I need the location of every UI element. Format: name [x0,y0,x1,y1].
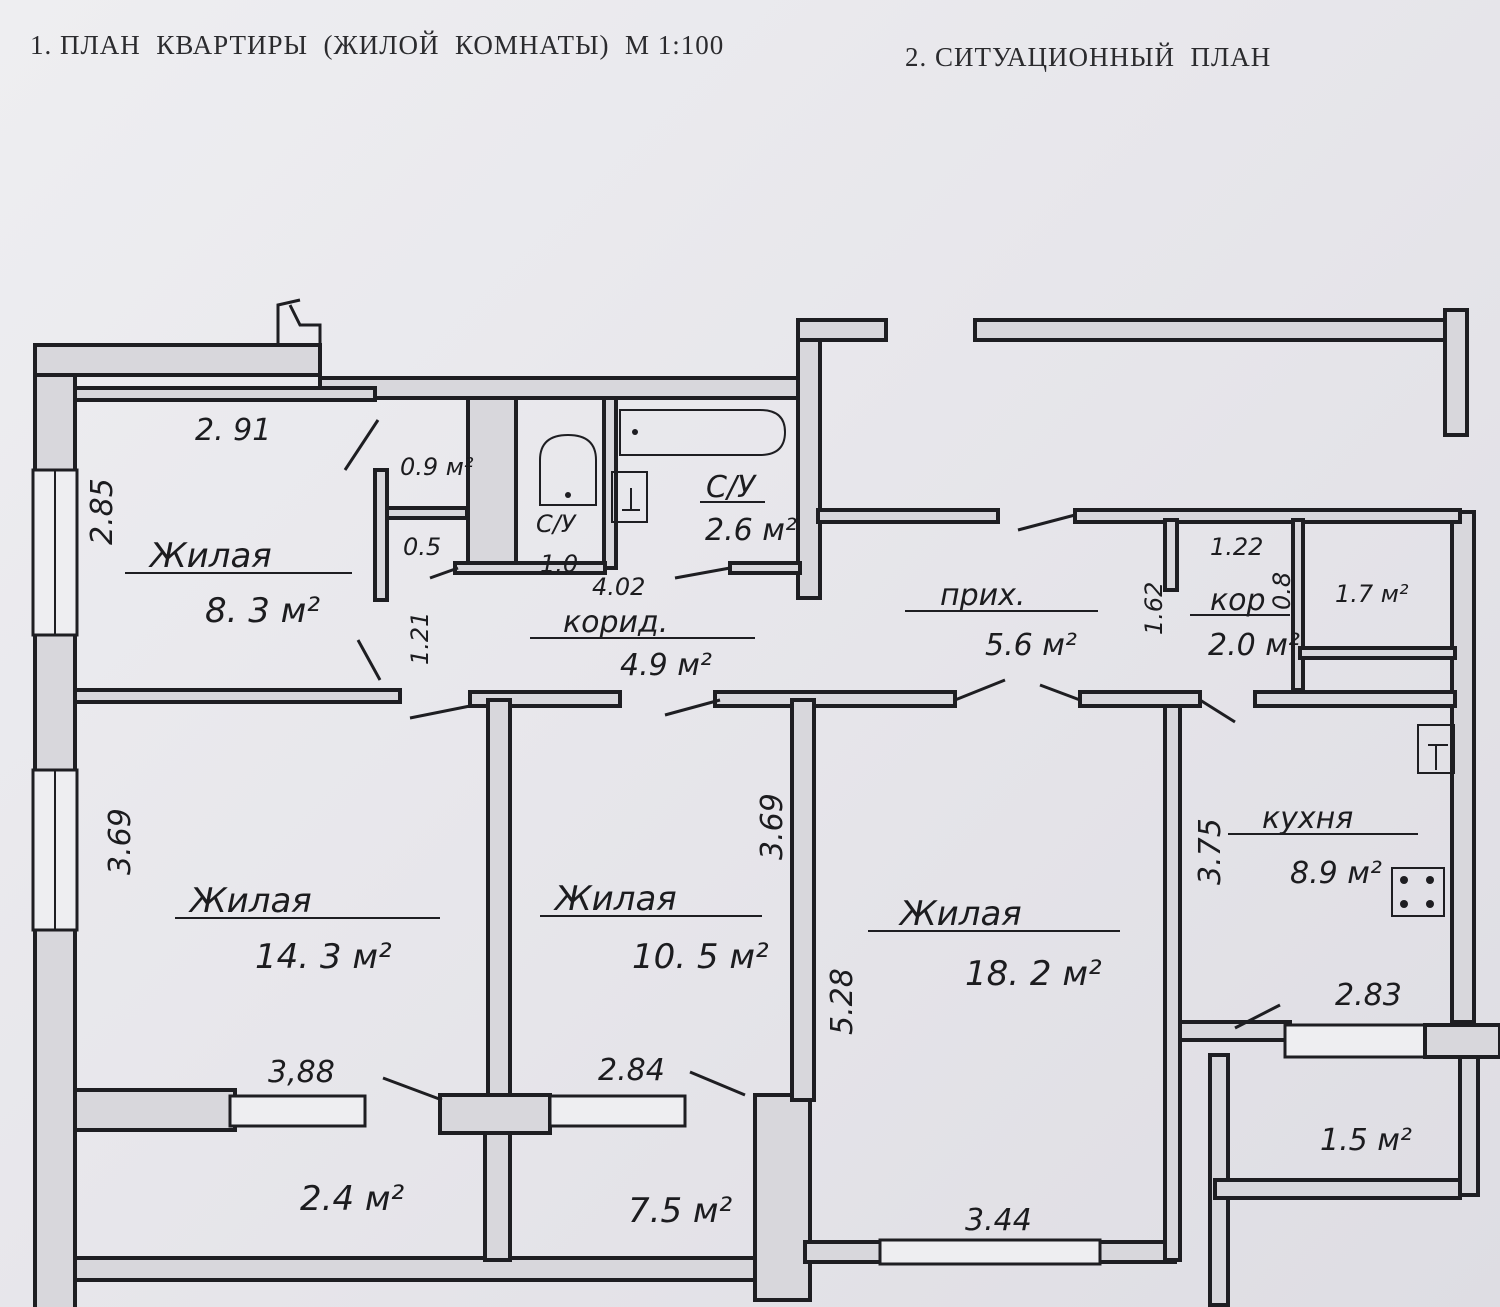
dim-3-75: 3.75 [1193,818,1228,885]
room-living-small-area: 8. 3 м² [205,591,320,631]
room-kitchen-area: 8.9 м² [1290,856,1382,891]
room-living-big-name: Жилая [898,894,1022,934]
balcony-mid-area: 7.5 м² [628,1191,733,1231]
window-bottom [878,1238,1102,1266]
dim-3-44: 3.44 [965,1203,1032,1238]
top-wall-right [973,318,1447,342]
dim-5-28: 5.28 [825,968,860,1035]
dim-3-69-mid: 3.69 [755,793,790,860]
room-closet-area: 0.9 м² [400,453,474,481]
room-bath-big-name: С/У [706,470,757,505]
dim-0-5: 0.5 [403,533,441,561]
room-corridor-name: корид. [563,605,668,640]
right-outer-wall [1450,510,1476,1024]
room-bath-small-area: 1.0 [540,550,578,578]
dim-2-85: 2.85 [85,478,120,545]
room-living-mid-area: 10. 5 м² [632,937,769,977]
door-swings [343,419,1281,1102]
toilet-icon [611,471,648,523]
room-labels: Жилая 8. 3 м² Жилая 14. 3 м² Жилая 10. 5… [125,453,1418,1231]
room-living-mid-name: Жилая [553,879,677,919]
bathtub-icon [619,409,787,456]
dim-2-83: 2.83 [1335,978,1402,1013]
sink-icon [1417,724,1455,774]
dimension-labels: 2. 91 2.85 0.5 1.21 4.02 3.69 3.69 5.28 … [85,413,1402,1238]
dim-0-8: 0.8 [1268,572,1296,610]
situation-plan-title: 2. СИТУАЦИОННЫЙ ПЛАН [905,42,1272,72]
stove-icon [1391,867,1445,917]
room-corridor-area: 4.9 м² [620,648,712,683]
balcony-window-left [228,1094,367,1128]
bottom-wall [73,1256,767,1282]
room-living-small-name: Жилая [148,536,272,576]
fixtures [539,409,1455,917]
bathtub-small-icon [539,433,597,506]
stair-wall [796,318,822,600]
top-wall-left [33,343,322,377]
dim-1-62: 1.62 [1140,582,1168,635]
dim-3-88: 3,88 [268,1055,335,1090]
room-hall-area: 5.6 м² [985,628,1077,663]
dim-1-21: 1.21 [406,612,434,665]
top-wall-mid [318,376,802,400]
plan-title: 1. ПЛАН КВАРТИРЫ (ЖИЛОЙ КОМНАТЫ) М 1:100 [30,30,725,60]
room-living-left-area: 14. 3 м² [255,937,392,977]
balcony-left-area: 2.4 м² [300,1179,405,1219]
dim-2-91: 2. 91 [195,413,271,448]
room-kitchen-name: кухня [1262,801,1353,836]
balcony-right-area: 1.5 м² [1320,1123,1412,1158]
dim-3-69-left: 3.69 [103,808,138,875]
dim-1-22: 1.22 [1210,533,1263,561]
kitchen-window [1283,1023,1427,1059]
vent-shaft [276,298,322,380]
room-kor-area: 2.0 м² [1208,628,1300,663]
room-hall-name: прих. [940,578,1025,613]
dim-2-84: 2.84 [598,1053,665,1088]
dim-4-02: 4.02 [592,573,645,601]
room-bath-small-name: С/У [536,510,577,538]
room-storage-area: 1.7 м² [1335,580,1409,608]
room-kor-name: кор [1210,583,1266,618]
room-living-big-area: 18. 2 м² [965,954,1102,994]
room-living-left-name: Жилая [188,881,312,921]
balcony-window-mid [548,1094,687,1128]
room-bath-big-area: 2.6 м² [705,513,797,548]
